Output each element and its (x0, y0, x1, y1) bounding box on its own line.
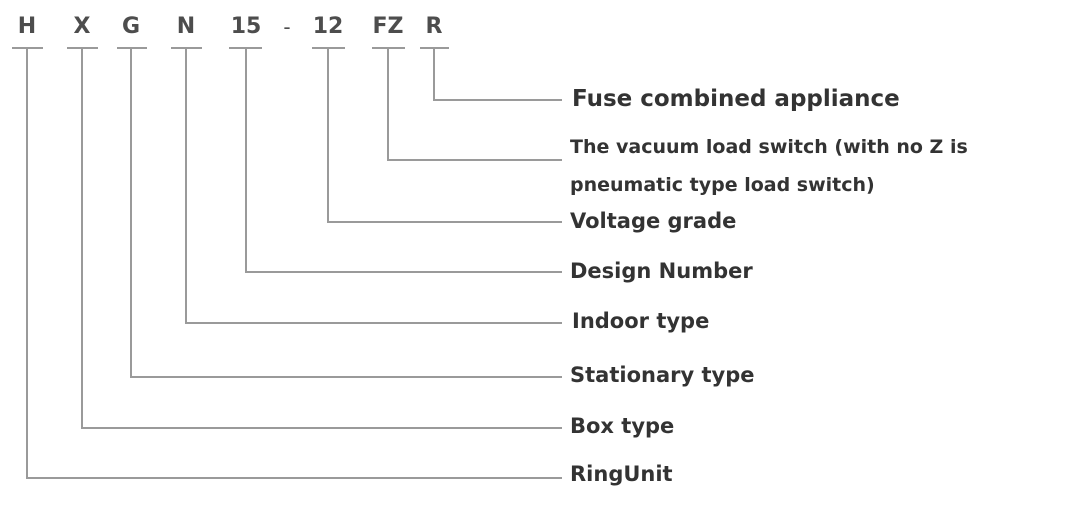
desc-voltage-grade: Voltage grade (570, 209, 737, 233)
desc-fuse-combined: Fuse combined appliance (572, 86, 900, 112)
leader-line-N (185, 49, 562, 324)
code-12: 12 (312, 14, 344, 39)
leader-line-12 (327, 49, 562, 223)
code-separator: - (283, 15, 291, 39)
code-X: X (73, 14, 91, 39)
leader-line-15 (245, 49, 562, 273)
code-15: 15 (230, 14, 262, 39)
code-H: H (17, 14, 37, 39)
desc-ring-unit: RingUnit (570, 462, 673, 486)
desc-design-number: Design Number (570, 259, 753, 283)
leader-line-X (81, 49, 562, 429)
desc-stationary-type: Stationary type (570, 363, 755, 387)
code-N: N (176, 14, 196, 39)
code-G: G (121, 14, 141, 39)
desc-box-type: Box type (570, 414, 675, 438)
desc-indoor-type: Indoor type (572, 309, 710, 333)
code-FZ: FZ (372, 14, 404, 39)
leader-line-R (433, 49, 562, 101)
code-R: R (425, 14, 443, 39)
desc-vacuum-load-switch: The vacuum load switch (with no Z is pne… (570, 136, 968, 196)
leader-line-FZ (387, 49, 562, 161)
leader-line-G (130, 49, 562, 378)
leader-line-H (26, 49, 562, 479)
